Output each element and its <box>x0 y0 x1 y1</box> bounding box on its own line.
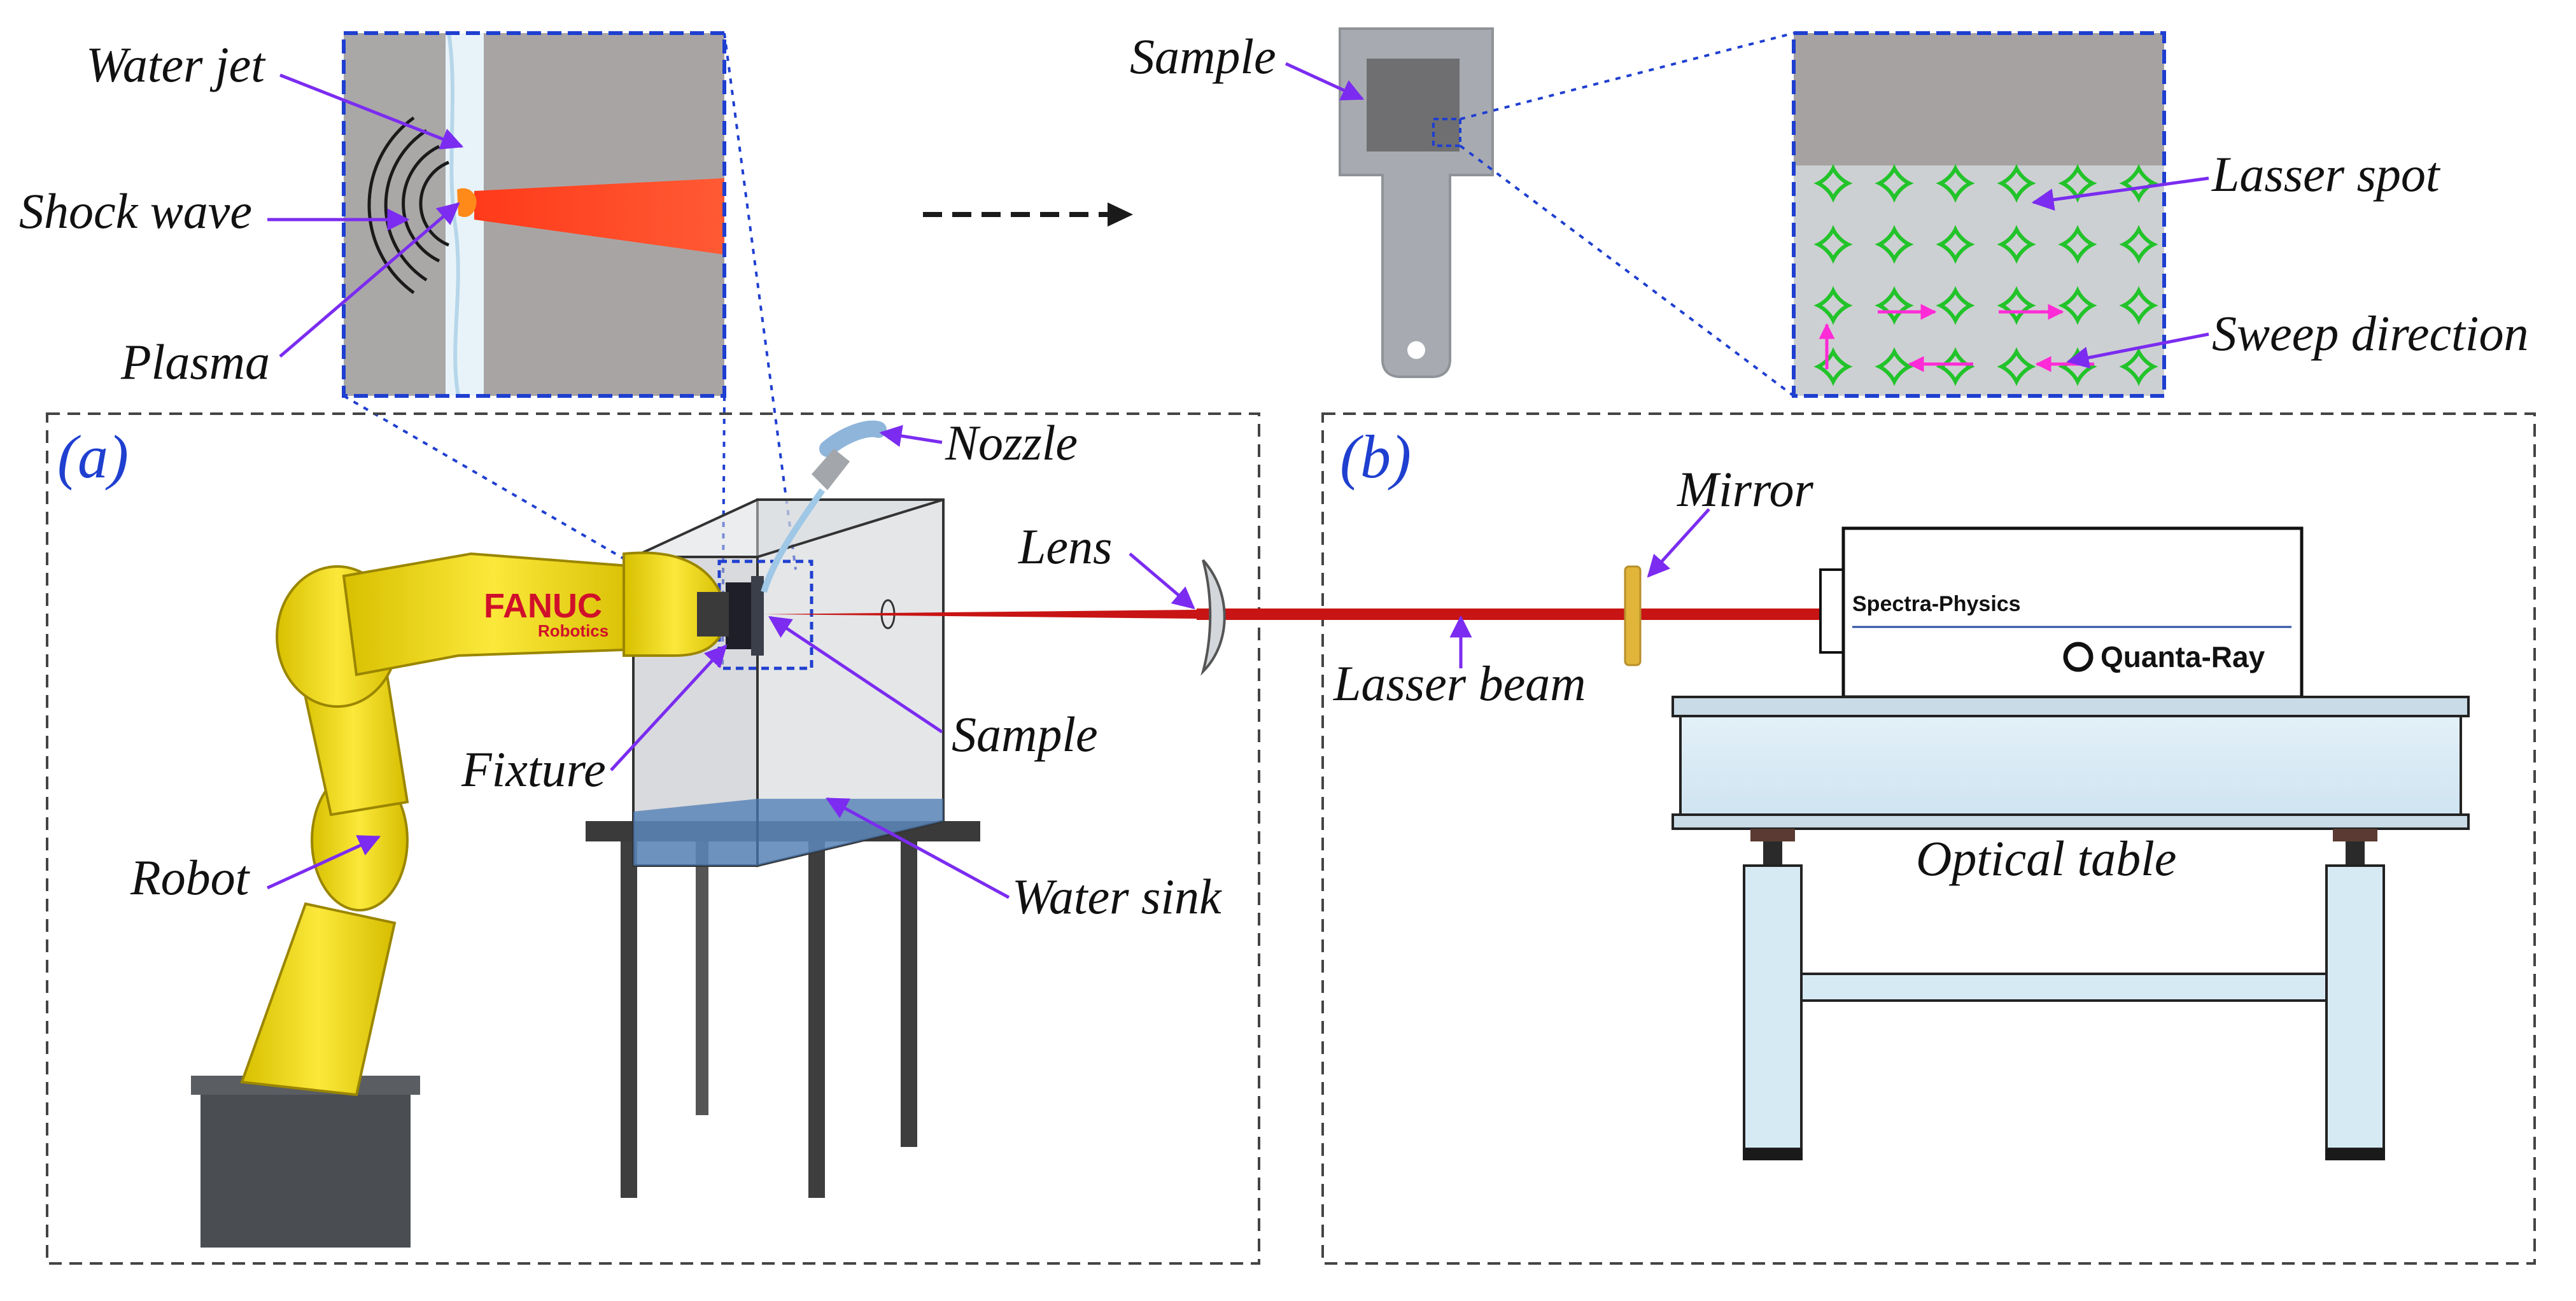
label-fixture: Fixture <box>461 742 606 797</box>
plasma-spark <box>457 188 477 218</box>
panel-a-frame <box>46 412 1260 1265</box>
sample-drawing <box>1339 27 1494 378</box>
fixture <box>726 582 751 649</box>
sample-zoom-connectors <box>1459 32 1795 397</box>
label-lasser-beam: Lasser beam <box>1333 656 1586 711</box>
label-lens: Lens <box>1018 519 1112 574</box>
label-optical-table: Optical table <box>1916 831 2176 886</box>
label-water-jet: Water jet <box>86 37 266 92</box>
label-sweep-direction: Sweep direction <box>2212 306 2528 361</box>
quanta-ray-logo <box>2063 642 2094 672</box>
mirror <box>1624 565 1642 666</box>
inset-border <box>342 31 726 398</box>
label-nozzle: Nozzle <box>945 415 1078 470</box>
label-plasma: Plasma <box>120 334 270 390</box>
label-sample-top: Sample <box>1130 29 1276 84</box>
laser-spot-grid <box>1794 153 2164 396</box>
robot-base <box>201 1076 411 1248</box>
lens <box>1200 559 1226 676</box>
pointer-arrows <box>266 62 2209 899</box>
laser-maker: Spectra-Physics <box>1852 592 2021 616</box>
sample-in-tank <box>751 576 764 656</box>
laser-beam <box>764 608 1820 620</box>
sample-zoom-box <box>1432 118 1461 147</box>
inset-water-jet <box>342 31 726 398</box>
spot-inset-border <box>1792 31 2166 398</box>
label-robot: Robot <box>130 850 251 905</box>
laser-source: Spectra-Physics Quanta-Ray <box>1819 526 2304 699</box>
laser-model: Quanta-Ray <box>2101 640 2265 673</box>
panel-b-frame <box>1321 412 2536 1265</box>
panel-a-label: (a) <box>57 423 129 491</box>
inset-laser-spots <box>1792 31 2166 398</box>
label-sample: Sample <box>952 707 1098 762</box>
label-shock-wave: Shock wave <box>19 183 252 239</box>
label-water-sink: Water sink <box>1012 869 1222 924</box>
label-mirror: Mirror <box>1677 461 1813 517</box>
shock-wave-arcs <box>367 116 449 295</box>
water-sink-tank <box>632 498 945 868</box>
robot-brand-sub: Robotics <box>538 621 609 640</box>
stand <box>586 821 980 1198</box>
robot-brand: FANUC <box>484 587 602 625</box>
process-arrow <box>923 202 1133 227</box>
optical-table <box>1672 696 2470 1160</box>
laser-cone <box>474 178 724 255</box>
nozzle <box>761 420 887 593</box>
label-lasser-spot: Lasser spot <box>2211 146 2441 202</box>
panel-b-label: (b) <box>1340 423 1411 491</box>
